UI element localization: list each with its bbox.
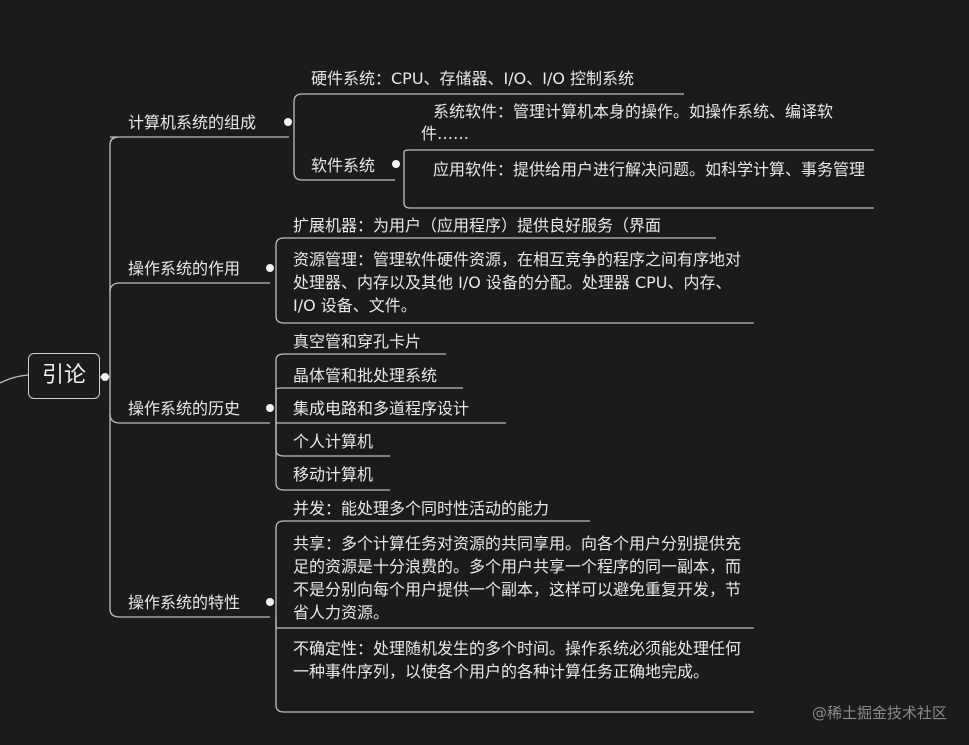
node-resource-management[interactable]: 资源管理：管理软件硬件资源，在相互竞争的程序之间有序地对处理器、内存以及其他 I… [293,250,742,315]
branch-label-composition[interactable]: 计算机系统的组成 [128,113,257,132]
node-software[interactable]: 软件系统 [311,156,376,175]
node-sharing[interactable]: 共享：多个计算任务对资源的共同享用。向各个用户分别提供充足的资源是十分浪费的。多… [293,534,742,622]
node-mobile-computer[interactable]: 移动计算机 [293,465,374,484]
branch-collapse-dot[interactable] [266,404,274,412]
node-system-software[interactable]: 系统软件：管理计算机本身的操作。如操作系统、编译软件…… [421,102,834,143]
branch-label-function[interactable]: 操作系统的作用 [128,259,241,278]
node-uncertainty[interactable]: 不确定性：处理随机发生的多个时间。操作系统必须能处理任何一种事件序列，以使各个用… [293,639,742,681]
node-integrated-circuits[interactable]: 集成电路和多道程序设计 [293,399,470,418]
node-transistors[interactable]: 晶体管和批处理系统 [293,366,438,385]
node-application-software[interactable]: 应用软件：提供给用户进行解决问题。如科学计算、事务管理 [433,160,866,179]
branch-label-history[interactable]: 操作系统的历史 [128,399,241,418]
watermark: @稀土掘金技术社区 [811,704,947,722]
node-vacuum-tubes[interactable]: 真空管和穿孔卡片 [293,332,422,351]
node-personal-computer[interactable]: 个人计算机 [293,432,374,451]
node-hardware[interactable]: 硬件系统：CPU、存储器、I/O、I/O 控制系统 [311,69,635,88]
root-collapse-dot[interactable] [101,373,109,381]
branch-collapse-dot[interactable] [284,118,292,126]
node-concurrency[interactable]: 并发：能处理多个同时性活动的能力 [293,499,550,518]
branch-collapse-dot[interactable] [266,598,274,606]
branch-collapse-dot[interactable] [266,264,274,272]
branch-label-characteristics[interactable]: 操作系统的特性 [128,593,241,612]
root-node[interactable]: 引论 [28,353,100,399]
subbranch-collapse-dot[interactable] [392,160,400,168]
node-extended-machine[interactable]: 扩展机器：为用户（应用程序）提供良好服务（界面 [293,216,662,235]
